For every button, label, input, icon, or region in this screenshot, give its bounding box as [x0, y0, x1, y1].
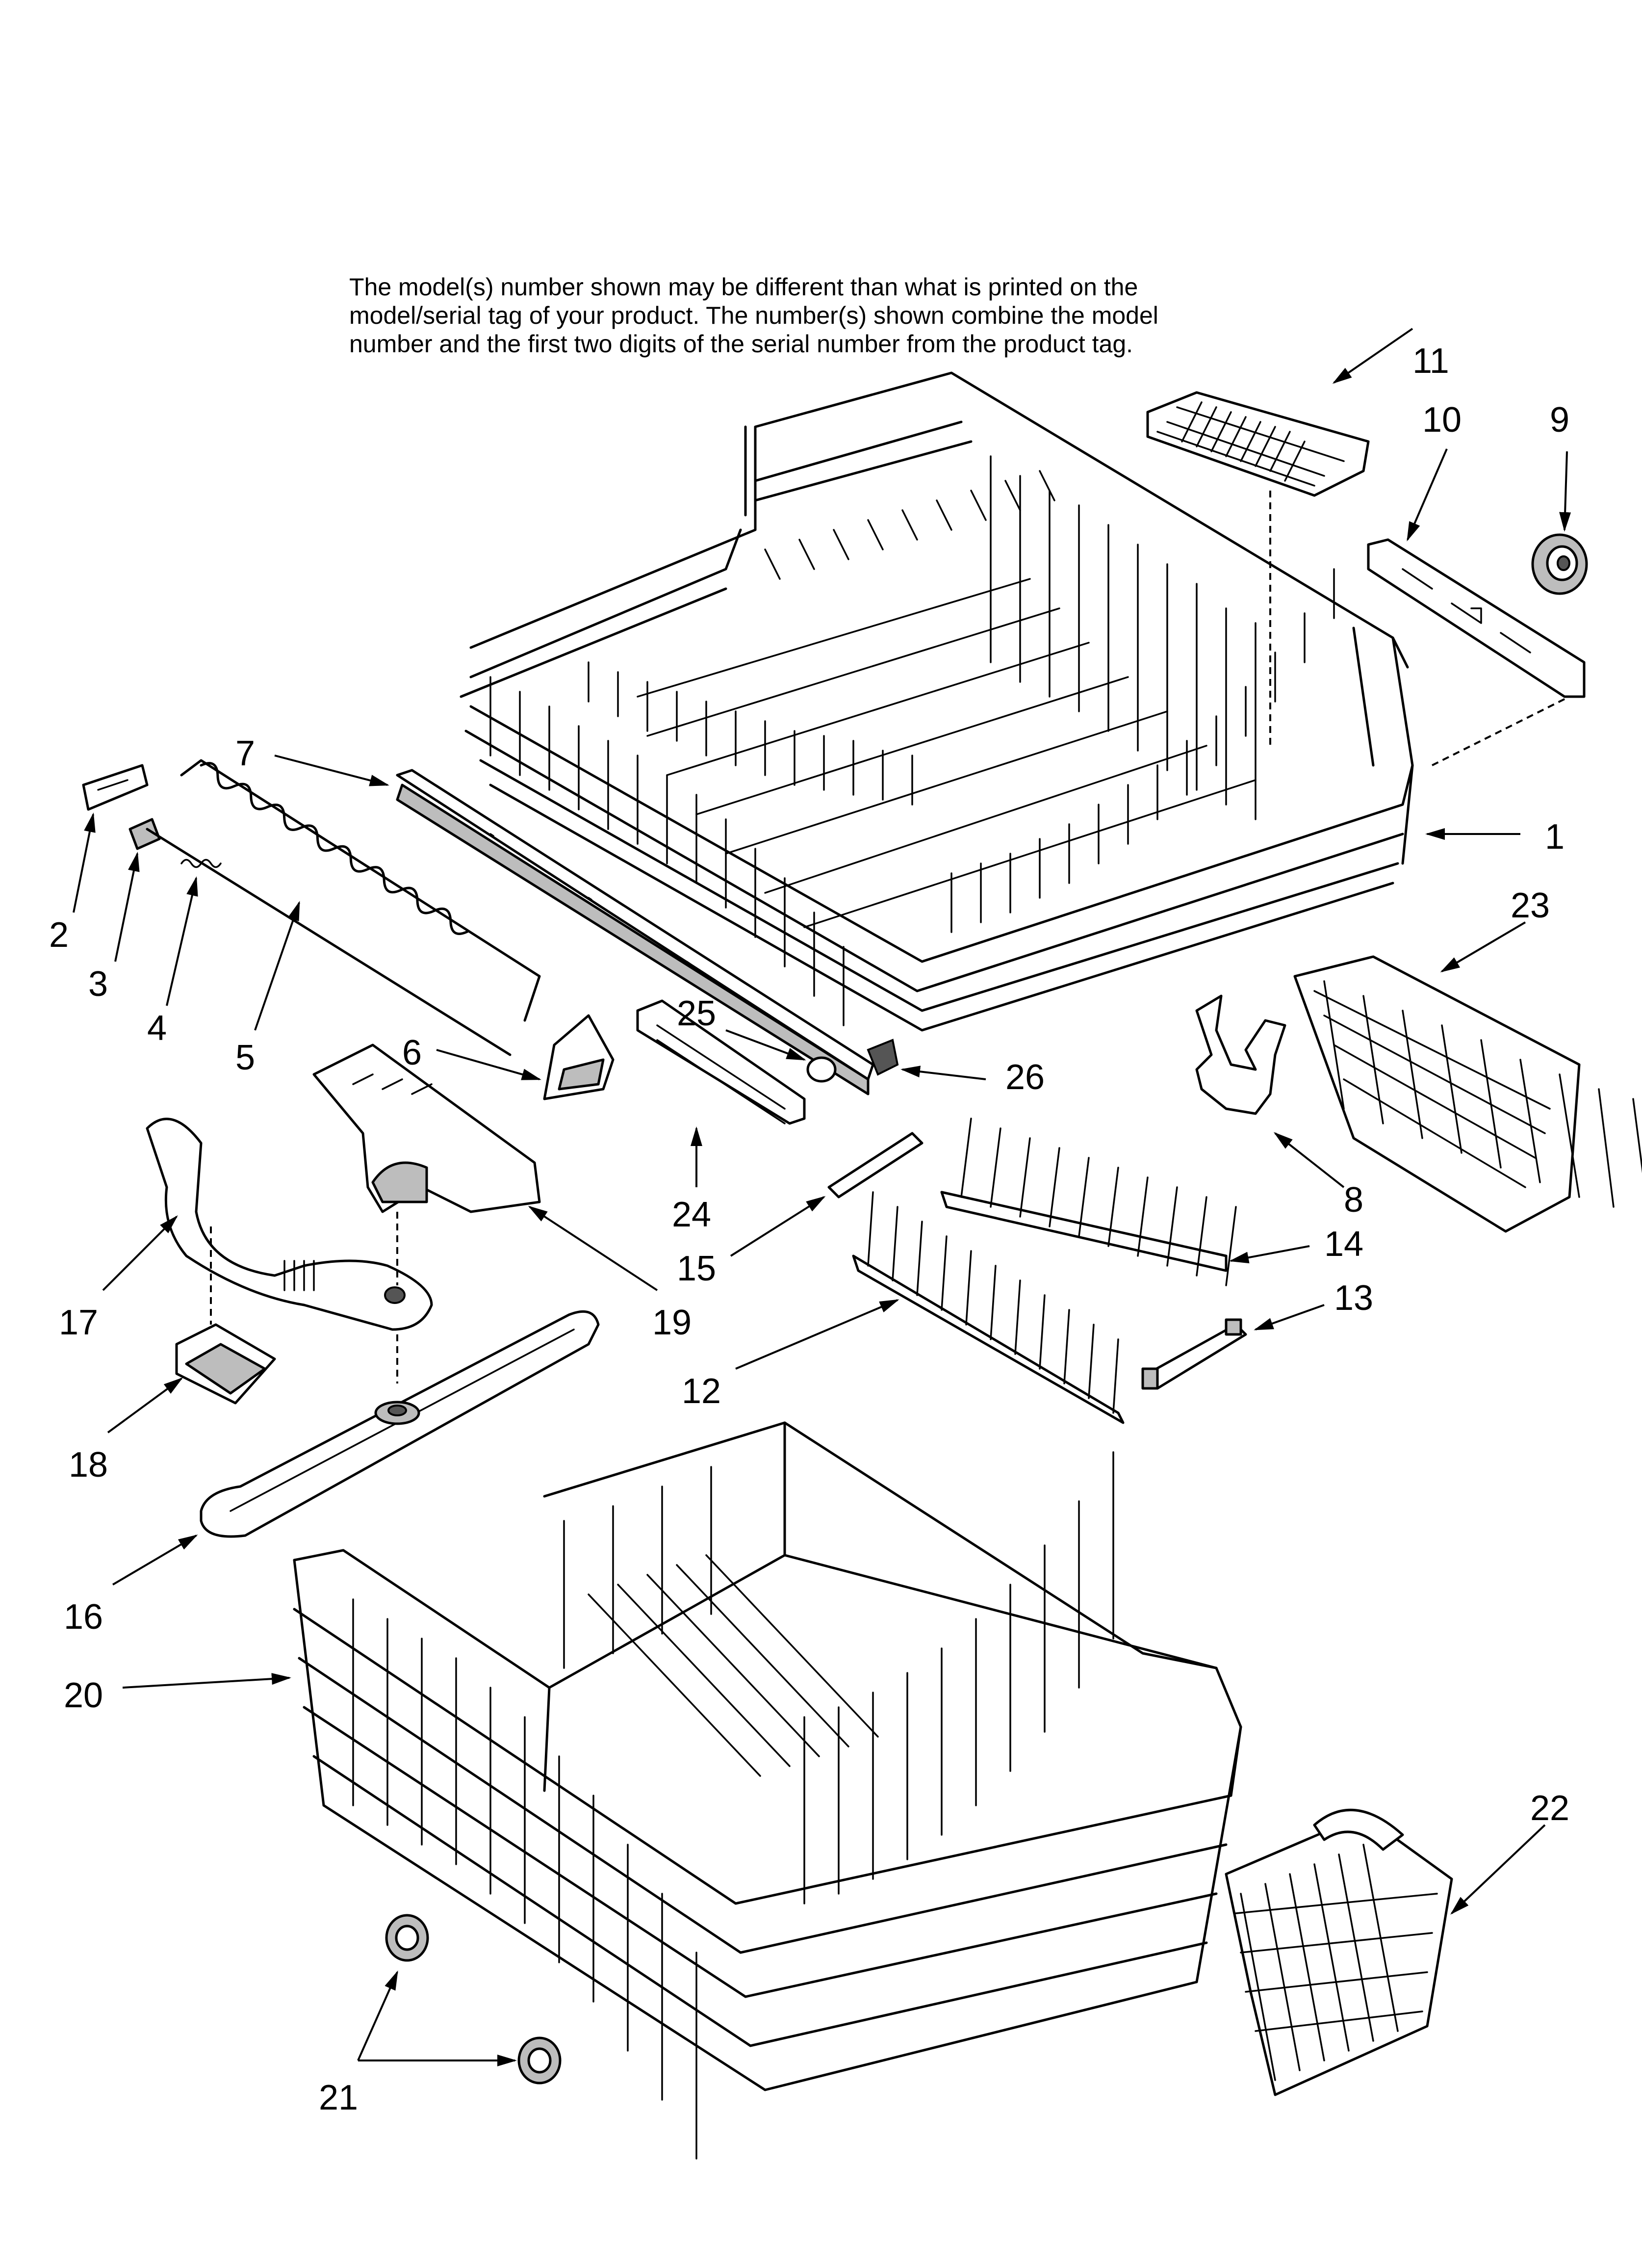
leader-4 [166, 876, 198, 1006]
part-21-wheel-b [517, 2036, 562, 2085]
callout-8: 8 [1344, 1180, 1363, 1220]
callout-5: 5 [235, 1038, 255, 1077]
part-7-rail [396, 769, 874, 1095]
leader-3 [114, 852, 140, 962]
callout-20: 20 [64, 1676, 103, 1715]
part-12-tine-row [852, 1191, 1125, 1424]
callout-4: 4 [147, 1009, 167, 1048]
part-25-ball [806, 1056, 837, 1083]
part-18-bracket [175, 1323, 276, 1405]
callout-1: 1 [1545, 817, 1565, 857]
part-2-bracket [82, 764, 149, 811]
leader-6 [436, 1049, 541, 1080]
part-13-clip [1141, 1318, 1247, 1390]
note-line-1: The model(s) number shown may be differe… [349, 273, 1138, 301]
part-14-tine-row [940, 1118, 1237, 1286]
leader-10 [1407, 448, 1448, 542]
leader-16 [112, 1534, 198, 1586]
part-15-clip [827, 1132, 924, 1199]
part-11-tine-clip [1146, 391, 1370, 497]
callout-13: 13 [1334, 1278, 1373, 1318]
leader-25 [725, 1029, 806, 1061]
leader-18 [107, 1377, 183, 1434]
callout-6: 6 [402, 1033, 422, 1072]
part-6-adjuster [543, 1014, 615, 1100]
callout-3: 3 [88, 965, 108, 1004]
leader-23 [1440, 921, 1526, 973]
part-5-spring-rod [146, 759, 541, 1056]
leader-17 [102, 1215, 178, 1291]
leader-22 [1450, 1824, 1546, 1915]
part-21-wheel-a [385, 1914, 429, 1962]
note-line-3: number and the first two digits of the s… [349, 330, 1133, 358]
leader-8 [1273, 1132, 1345, 1188]
leader-20 [122, 1673, 291, 1689]
leader-13 [1254, 1304, 1325, 1330]
note-line-2: model/serial tag of your product. The nu… [349, 302, 1158, 329]
leader-11 [1332, 328, 1413, 384]
callout-9: 9 [1550, 400, 1569, 440]
leader-9 [1559, 451, 1571, 532]
callout-labels: 11 10 9 1 23 7 2 3 4 5 6 25 26 24 8 15 1… [49, 341, 1569, 2117]
part-17-feed-tube [146, 1118, 433, 1331]
callout-17: 17 [59, 1303, 98, 1342]
part-8-clip [1195, 994, 1286, 1115]
callout-11: 11 [1412, 341, 1449, 381]
part-3-pin [128, 818, 161, 850]
leader-19 [528, 1205, 658, 1291]
leader-arrows [73, 328, 1571, 2066]
callout-2: 2 [49, 915, 69, 955]
part-22-cutlery-basket [1225, 1809, 1453, 2096]
callout-10: 10 [1422, 400, 1462, 440]
callout-23: 23 [1511, 886, 1550, 925]
callout-22: 22 [1530, 1789, 1569, 1828]
leader-15 [730, 1196, 826, 1257]
leader-5 [254, 901, 300, 1031]
callout-18: 18 [69, 1445, 108, 1485]
part-10-rail-end [1367, 538, 1586, 698]
lower-rack [293, 1421, 1242, 2160]
leader-26 [900, 1066, 986, 1080]
part-24-housing [636, 999, 806, 1125]
model-number-note: The model(s) number shown may be differe… [349, 273, 1158, 358]
callout-7: 7 [235, 734, 255, 773]
callout-24: 24 [672, 1195, 711, 1234]
part-26-stop [867, 1039, 899, 1076]
callout-15: 15 [677, 1249, 716, 1288]
leader-7 [274, 755, 389, 786]
leader-2 [73, 812, 96, 913]
callout-21: 21 [319, 2078, 358, 2117]
leader-14 [1229, 1245, 1310, 1264]
part-16-spray-arm [200, 1310, 600, 1538]
part-23-basket [1293, 955, 1642, 1233]
callout-26: 26 [1005, 1058, 1045, 1097]
callout-16: 16 [64, 1597, 103, 1637]
callout-14: 14 [1324, 1225, 1363, 1264]
leader-12 [735, 1299, 899, 1370]
callout-12: 12 [682, 1372, 721, 1411]
part-19-manifold [312, 1043, 541, 1213]
callout-25: 25 [677, 994, 716, 1033]
part-9-rack-wheel [1531, 533, 1588, 595]
dashed-line-10-rack [1432, 696, 1570, 766]
leader-21a [357, 1970, 398, 2061]
callout-19: 19 [652, 1303, 692, 1342]
upper-rack [460, 371, 1414, 1032]
